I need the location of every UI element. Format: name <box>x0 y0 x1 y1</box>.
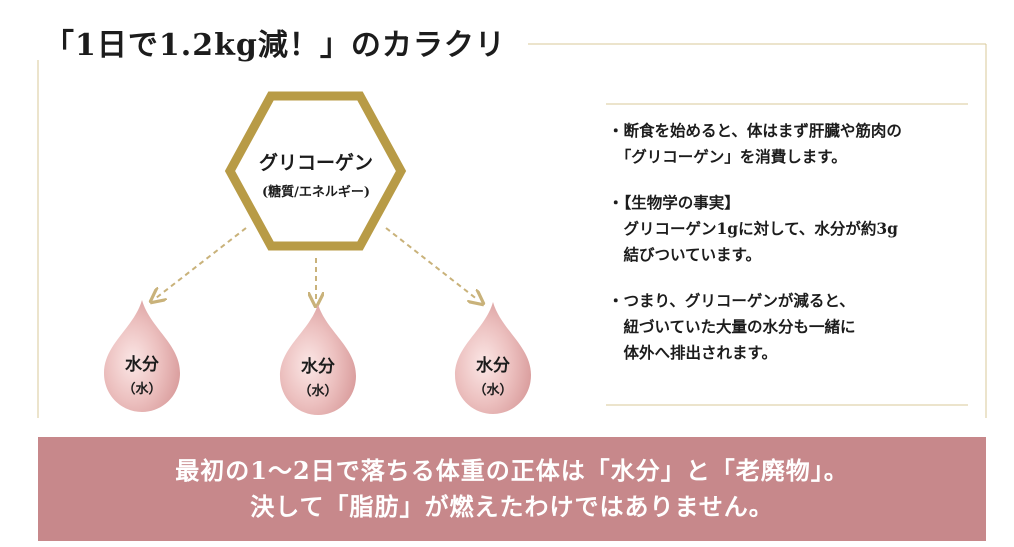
bullet-item: ・断食を始めると、体はまず肝臓や筋肉の 「グリコーゲン」を消費します。 <box>608 118 978 170</box>
bullet-item: ・【生物学の事実】 グリコーゲン1gに対して、水分が約3g 結びついています。 <box>608 190 978 268</box>
bullet-item: ・つまり、グリコーゲンが減ると、 紐づいていた大量の水分も一緒に 体外へ排出され… <box>608 288 978 366</box>
drop-label-main: 水分 <box>301 357 335 377</box>
glycogen-label: グリコーゲン <box>258 152 373 174</box>
bullet-line: グリコーゲン1gに対して、水分が約3g <box>608 219 899 238</box>
hexagon-label: グリコーゲン (糖質/エネルギー) <box>226 148 406 200</box>
bullet-line: ・断食を始めると、体はまず肝臓や筋肉の <box>608 121 902 140</box>
summary-banner: 最初の1〜2日で落ちる体重の正体は「水分」と「老廃物」。 決して「脂肪」が燃えた… <box>38 437 986 541</box>
bullet-line: ・【生物学の事実】 <box>608 193 740 212</box>
drop-label-right: 水分 （水） <box>453 351 533 398</box>
bullet-line: ・つまり、グリコーゲンが減ると、 <box>608 291 855 310</box>
drop-label-sub: （水） <box>473 383 513 398</box>
glycogen-sublabel: (糖質/エネルギー) <box>261 185 371 200</box>
arrow-right <box>385 227 478 300</box>
banner-line-1: 最初の1〜2日で落ちる体重の正体は「水分」と「老廃物」。 <box>175 456 849 485</box>
explanation-panel: ・断食を始めると、体はまず肝臓や筋肉の 「グリコーゲン」を消費します。 ・【生物… <box>608 118 978 386</box>
drop-label-main: 水分 <box>476 356 510 376</box>
drop-label-main: 水分 <box>125 355 159 375</box>
bullet-line: 紐づいていた大量の水分も一緒に <box>608 317 856 336</box>
page-title: 「1日で1.2kg減！」のカラクリ <box>44 28 506 63</box>
drop-label-sub: （水） <box>298 384 338 399</box>
drop-label-sub: （水） <box>122 382 162 397</box>
bullet-line: 体外へ排出されます。 <box>608 343 777 362</box>
drop-label-center: 水分 （水） <box>278 352 358 399</box>
drop-label-left: 水分 （水） <box>102 350 182 397</box>
banner-line-2: 決して「脂肪」が燃えたわけではありません。 <box>250 492 774 521</box>
bullet-line: 結びついています。 <box>608 245 762 264</box>
bullet-line: 「グリコーゲン」を消費します。 <box>608 147 847 166</box>
arrow-left <box>156 227 247 298</box>
